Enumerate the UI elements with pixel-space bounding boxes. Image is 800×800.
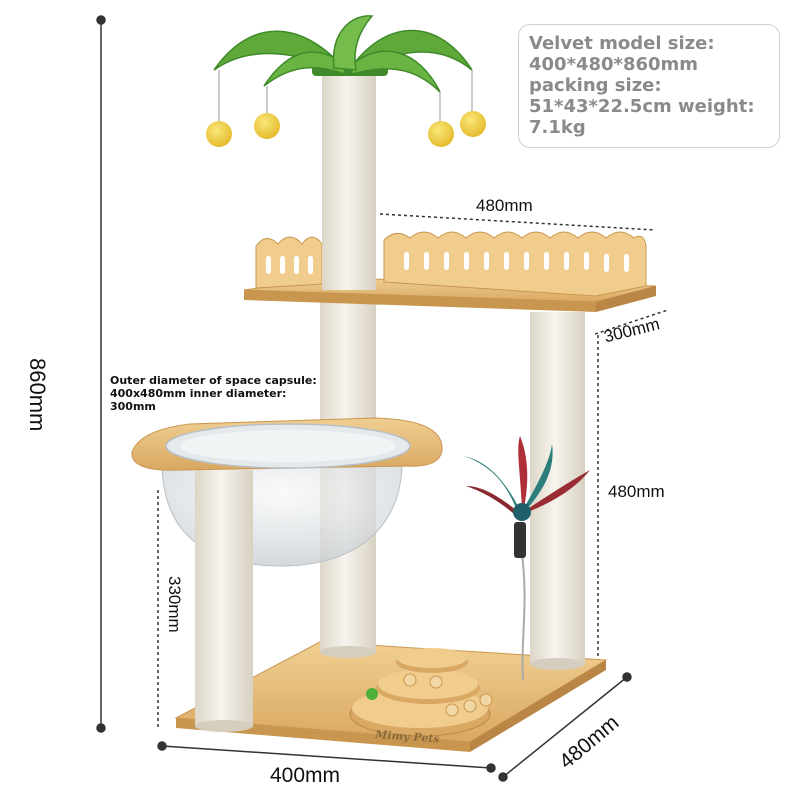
dimension-lines — [96, 15, 669, 782]
height-dim-endpoint — [96, 723, 106, 733]
brand-label: Mimy Pets — [374, 728, 440, 746]
capsule-note-line-2: 400x480mm inner diameter: — [110, 387, 287, 400]
height-dim-endpoint — [96, 15, 106, 25]
capsule-height-label: 330mm — [165, 576, 184, 633]
spec-line-5: 7.1kg — [529, 117, 586, 138]
base-width-dim-endpoint — [486, 763, 496, 773]
top-depth-dim-line — [594, 309, 669, 335]
spec-line-1: Velvet model size: — [529, 33, 715, 54]
capsule-diameter-note: Outer diameter of space capsule: 400x480… — [110, 374, 317, 413]
pom-pom-ball — [206, 121, 232, 147]
top-width-dim-line — [379, 213, 656, 231]
base-width-label: 400mm — [270, 764, 341, 787]
turntable-ball-toy — [349, 648, 493, 737]
spec-line-2: 400*480*860mm — [529, 54, 699, 75]
spec-line-4: 51*43*22.5cm weight: — [529, 96, 755, 117]
top-platform-fence — [255, 231, 647, 297]
capsule-frame — [131, 417, 443, 471]
base-width-dim-endpoint — [157, 741, 167, 751]
specification-box: Velvet model size: 400*480*860mm packing… — [518, 24, 780, 148]
total-height-label: 860mm — [25, 358, 50, 432]
base-width-dim-line — [161, 745, 492, 769]
capsule-note-line-3: 300mm — [110, 400, 156, 413]
base-depth-dim-line — [502, 676, 628, 778]
scratching-post-top — [322, 64, 376, 290]
pom-pom-ball — [428, 121, 454, 147]
pom-pom-ball — [254, 113, 280, 139]
base-depth-dim-endpoint — [622, 672, 632, 682]
pom-pom-ball — [460, 111, 486, 137]
hanging-pom-poms — [206, 70, 486, 147]
base-depth-dim-endpoint — [498, 772, 508, 782]
scratching-post-left — [195, 470, 253, 732]
palm-leaves — [213, 15, 473, 93]
feather-wand-toy — [464, 436, 590, 681]
spec-line-3: packing size: — [529, 75, 662, 96]
upper-height-label: 480mm — [608, 482, 665, 501]
capsule-note-line-1: Outer diameter of space capsule: — [110, 374, 317, 387]
top-width-label: 480mm — [476, 196, 533, 215]
